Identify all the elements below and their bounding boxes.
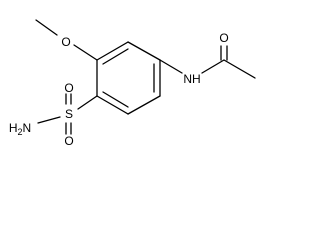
methoxy-group: O bbox=[35, 19, 98, 61]
amine-label: H2N bbox=[9, 121, 31, 137]
ring-bond-2 bbox=[127, 41, 161, 61]
nitrogen-carbonyl-bond bbox=[201, 59, 225, 74]
ring-double-bond-inner-1 bbox=[102, 48, 129, 65]
sulfonyl-oxygen-bottom-label: O bbox=[64, 134, 73, 148]
ring-to-methoxy-bond bbox=[73, 44, 98, 61]
ring-bond-5 bbox=[96, 95, 129, 115]
carbonyl-methyl-bond bbox=[223, 59, 256, 79]
ring-to-sulfur-bond bbox=[77, 95, 98, 110]
sulfonyl-oxygen-top-label: O bbox=[64, 81, 73, 95]
amide-nh-label: NH bbox=[183, 72, 200, 86]
carbonyl-oxygen-label: O bbox=[219, 31, 228, 45]
sulfonamide-group: S O O H2N bbox=[9, 81, 98, 148]
methoxy-methyl-bond bbox=[35, 19, 58, 36]
ring-double-bond-inner-3 bbox=[102, 91, 129, 108]
sulfur-label: S bbox=[65, 107, 73, 121]
benzene-ring bbox=[96, 41, 161, 115]
methoxy-oxygen-label: O bbox=[61, 35, 70, 49]
acetamide-group: NH O bbox=[159, 31, 256, 86]
sulfur-amine-bond bbox=[37, 116, 61, 124]
ring-to-nitrogen-bond bbox=[159, 59, 183, 74]
chemical-structure-diagram: O S O O H2N NH O bbox=[9, 19, 256, 148]
ring-bond-1 bbox=[96, 41, 129, 61]
ring-bond-4 bbox=[127, 95, 161, 115]
